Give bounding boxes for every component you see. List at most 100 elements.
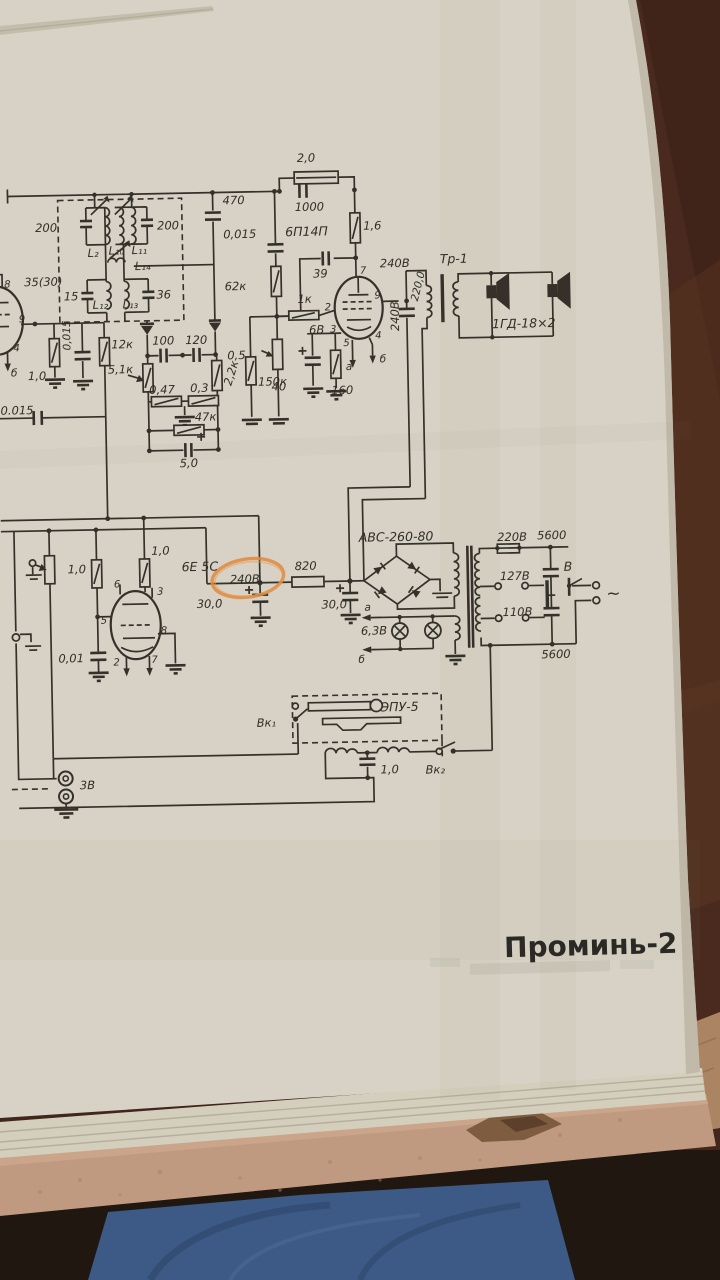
tube-6p14p xyxy=(307,275,399,346)
pin-label: а xyxy=(364,602,371,614)
voltage-label: 6,3В xyxy=(361,623,388,638)
transformer-label: Тр-1 xyxy=(440,251,468,267)
screen-divider xyxy=(241,313,289,426)
value-label: 1,0 xyxy=(380,762,399,776)
value-label: 200 xyxy=(157,218,179,232)
value-label: 120 xyxy=(185,333,207,347)
pin-label: 3 xyxy=(157,587,164,598)
value-label: 820 xyxy=(295,559,317,573)
detector-network xyxy=(127,319,224,458)
value-label: 39 xyxy=(313,266,328,280)
unit-label-epu5: ЭПУ-5 xyxy=(379,699,419,715)
value-label: 100 xyxy=(152,333,174,347)
schematic-drawing: 2,0 1000 0,015 6П14П 1,6 39 7 240В Тр-1 … xyxy=(0,151,621,819)
value-label: 200 xyxy=(35,221,57,235)
model-title-block: Проминь-2 xyxy=(430,927,678,975)
value-label: 0,015 xyxy=(61,320,74,351)
value-label: 0,01 xyxy=(58,651,84,665)
coil-label: L₁₄ xyxy=(135,259,151,273)
pin-label: 5 xyxy=(101,616,108,627)
value-label: 0,3 xyxy=(190,381,209,395)
pickup-connector-3v xyxy=(11,758,79,819)
pin-label: б xyxy=(11,367,18,379)
value-label: 1,0 xyxy=(68,562,87,576)
coil-label: L₁₀ xyxy=(108,243,124,257)
value-label: 1,0 xyxy=(151,543,170,557)
voltage-label: 220В xyxy=(497,530,527,545)
output-transformer-tr1 xyxy=(398,269,554,499)
fusible-resistor-2-0 xyxy=(293,170,340,185)
tube-label-6e5c: 6Е 5С xyxy=(181,559,218,575)
power-transformer xyxy=(453,542,577,648)
switch-label: Вк₂ xyxy=(425,762,445,776)
speaker-type-label: 1ГД-18×2 xyxy=(492,315,556,331)
tube-6e5c xyxy=(88,517,186,683)
voltage-label: 240В xyxy=(380,256,410,271)
turntable-unit-epu5 xyxy=(19,642,494,810)
value-label: 5600 xyxy=(537,528,567,543)
pin-label: б xyxy=(380,353,387,365)
value-label: 160 xyxy=(331,383,353,397)
capacitor-1000 xyxy=(297,183,309,198)
pin-label: 8 xyxy=(4,279,11,290)
value-label: 62к xyxy=(225,279,247,293)
pin-label: 7 xyxy=(360,266,367,277)
pin-label: 8 xyxy=(161,626,168,637)
voltage-label: 110В xyxy=(502,605,532,620)
connector-label: 3В xyxy=(80,778,96,792)
pin-label: 6 xyxy=(114,579,121,590)
psu-feed-wires xyxy=(347,485,426,582)
cathode-network-6p14p xyxy=(298,333,376,401)
capacitor-470 xyxy=(204,210,222,222)
value-label: 47к xyxy=(195,410,217,424)
pin-label: 9 xyxy=(374,290,381,301)
voltage-label: 127В xyxy=(500,569,530,584)
tube-label-6p14p: 6П14П xyxy=(285,223,329,239)
book-page-stack-edge xyxy=(0,1068,706,1158)
value-label: 1,6 xyxy=(363,218,382,232)
value-label: 30,0 xyxy=(321,597,347,611)
value-label: 0,015 xyxy=(223,227,256,242)
marked-voltage-label: 240В xyxy=(230,572,260,587)
schematic-labels: 2,0 1000 0,015 6П14П 1,6 39 7 240В Тр-1 … xyxy=(0,151,621,793)
value-label: 1к xyxy=(297,292,312,306)
value-label: 2,0 xyxy=(297,151,316,165)
value-label: 30,0 xyxy=(197,596,223,610)
coil-label: L₁₃ xyxy=(122,297,138,311)
orange-marker-circle xyxy=(210,556,286,600)
ac-symbol: ~ xyxy=(606,584,621,604)
tube-left-partial xyxy=(0,273,104,372)
rectifier-label: АВС-260-80 xyxy=(358,528,434,544)
pin-label: 7 xyxy=(151,655,158,666)
pin-label: 5 xyxy=(343,338,350,349)
pin-label: 2 xyxy=(113,657,120,668)
value-label: 15 xyxy=(64,289,79,303)
value-label: 5600 xyxy=(541,647,571,662)
value-label: 470 xyxy=(222,193,244,207)
coil-label: L₂ xyxy=(87,246,99,260)
pin-label: 3 xyxy=(330,324,337,335)
speaker-icon-2 xyxy=(547,271,571,337)
value-label: 5,0 xyxy=(180,456,199,470)
coil-label: L₁₂ xyxy=(92,298,108,312)
volume-pot xyxy=(25,530,56,759)
value-label: 40 xyxy=(271,379,286,393)
b-plus-240v-node xyxy=(206,556,364,628)
capacitor-0015-top xyxy=(267,242,284,254)
value-label: 5,1к xyxy=(108,362,134,376)
pin-label: а xyxy=(346,361,353,373)
value-label: 1,0 xyxy=(28,369,47,383)
resistor-62k xyxy=(270,265,283,298)
pin-label: 4 xyxy=(375,330,382,341)
value-label: 0,5 xyxy=(227,348,246,362)
value-label: 35(30) xyxy=(24,274,63,289)
heater-lamps-circuit xyxy=(361,614,466,666)
left-tube-loads xyxy=(44,322,111,519)
resistor-1-6 xyxy=(349,211,362,244)
voltage-label: 240В xyxy=(388,301,403,331)
value-label: 12к xyxy=(111,337,133,351)
pin-label: 2 xyxy=(325,302,332,313)
pin-label: 9 xyxy=(19,314,26,325)
bus-wires xyxy=(0,410,261,781)
